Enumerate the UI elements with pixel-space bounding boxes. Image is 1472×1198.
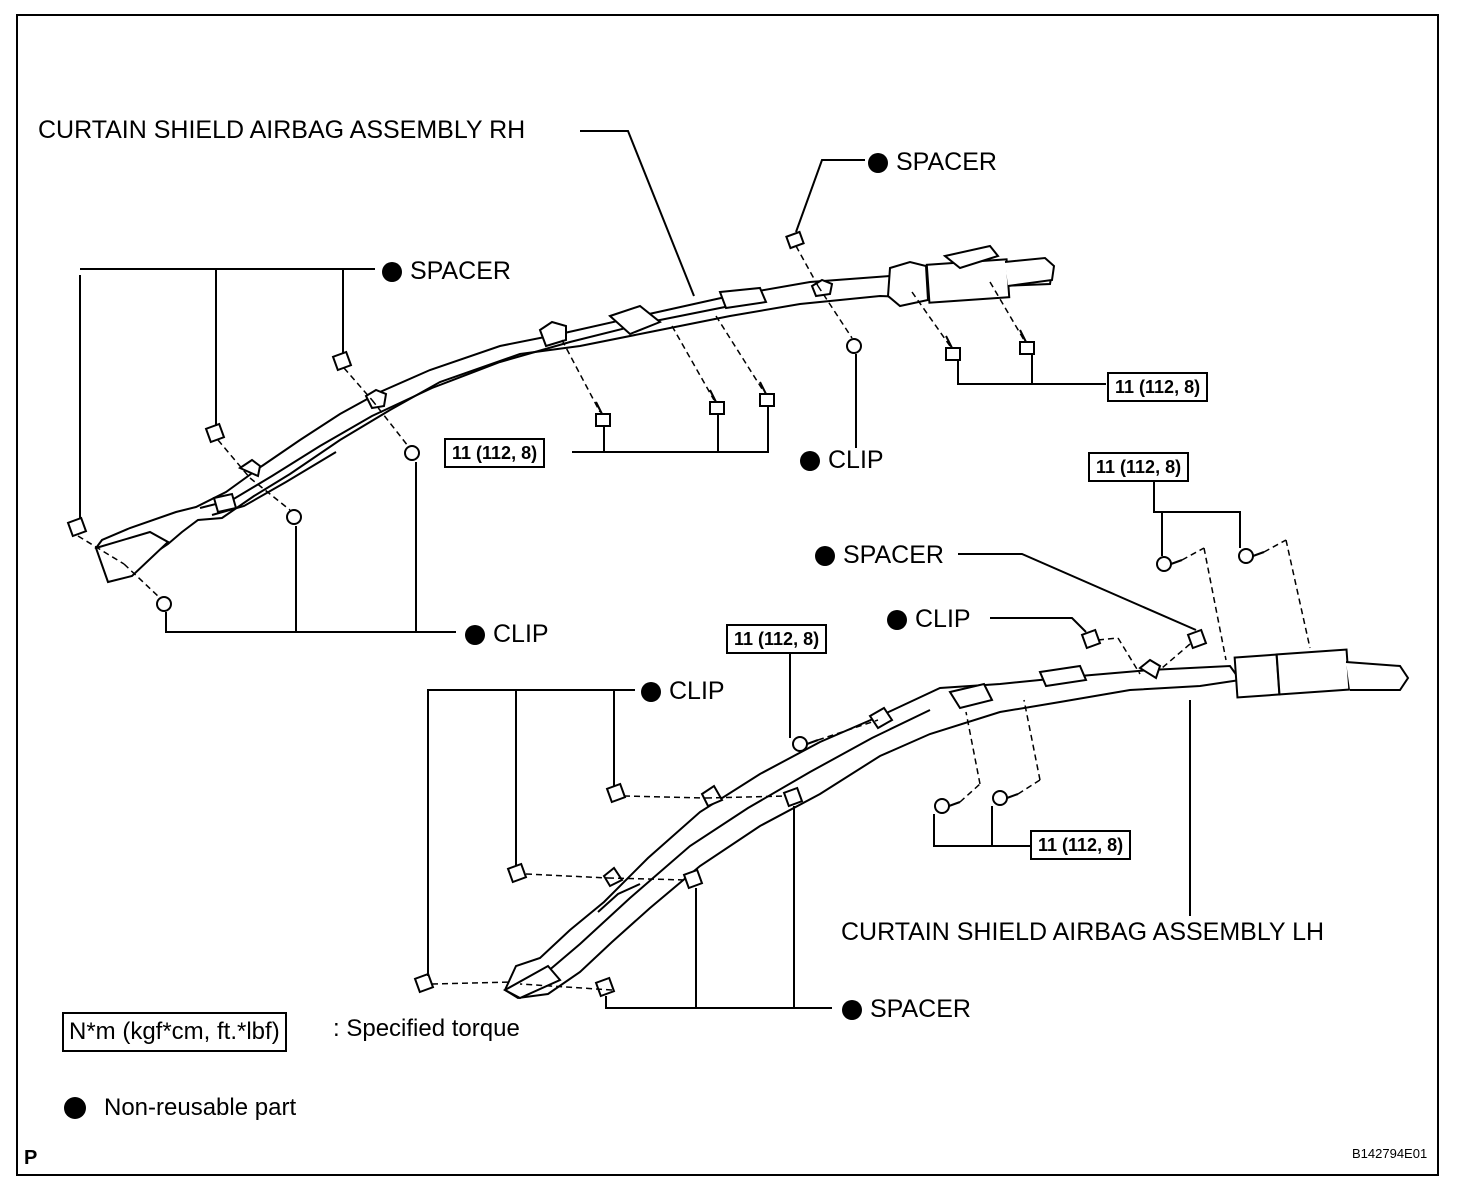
- rh-airbag-assembly: [66, 230, 1056, 612]
- rh-bolt-5: [1019, 329, 1035, 355]
- lh-spacer-label: SPACER: [842, 995, 971, 1024]
- legend-non-reusable: Non-reusable part: [64, 1094, 296, 1122]
- lh-spacer-3: [782, 786, 804, 808]
- lh-clip-top-label: CLIP: [887, 605, 971, 634]
- lh-spacer-top: [1186, 628, 1208, 650]
- lh-assembly-label: CURTAIN SHIELD AIRBAG ASSEMBLY LH: [841, 918, 1325, 946]
- rh-clip-3: [404, 445, 420, 461]
- torque-rh-right: 11 (112, 8): [1107, 372, 1209, 402]
- rh-clip-top-text: CLIP: [828, 446, 884, 474]
- filled-circle-icon: [64, 1097, 86, 1119]
- rh-bolt-1: [595, 401, 611, 427]
- lh-clip-top: [1080, 628, 1102, 650]
- rh-bolt-4: [945, 335, 961, 361]
- lh-bolt-4: [1156, 556, 1183, 572]
- rh-spacer-text: SPACER: [410, 257, 511, 285]
- rh-clip-1: [156, 596, 172, 612]
- rh-spacer-top-label: SPACER: [868, 148, 997, 177]
- filled-circle-icon: [465, 624, 485, 645]
- rh-spacer-label: SPACER: [382, 257, 511, 286]
- rh-spacer-2: [204, 422, 226, 444]
- filled-circle-icon: [382, 261, 402, 282]
- legend-torque-desc: : Specified torque: [333, 1015, 520, 1042]
- torque-rh-mid: 11 (112, 8): [444, 438, 546, 468]
- diagram-frame: [16, 14, 1439, 1176]
- lh-spacer-2: [682, 868, 704, 890]
- lh-clip-3: [605, 782, 627, 804]
- lh-spacer-top-text: SPACER: [843, 541, 944, 569]
- rh-clip-text: CLIP: [493, 620, 549, 648]
- lh-clip-text: CLIP: [669, 677, 725, 705]
- rh-spacer-3: [331, 350, 353, 372]
- lh-clip-label: CLIP: [641, 677, 725, 706]
- lh-bolt-3: [992, 790, 1019, 806]
- rh-clip-top-label: CLIP: [800, 446, 884, 475]
- lh-leaders: [427, 482, 1241, 1009]
- rh-clip-2: [286, 509, 302, 525]
- lh-clip-2: [506, 862, 528, 884]
- filled-circle-icon: [641, 681, 661, 702]
- corner-mark: P: [24, 1147, 38, 1169]
- legend-non-reusable-text: Non-reusable part: [104, 1094, 297, 1121]
- torque-lh-bottom: 11 (112, 8): [1030, 830, 1132, 860]
- filled-circle-icon: [887, 609, 907, 630]
- lh-bolt-1: [792, 736, 819, 752]
- legend-torque-unit: N*m (kgf*cm, ft.*lbf): [62, 1012, 287, 1052]
- rh-spacer-top: [785, 230, 805, 250]
- rh-spacer-top-text: SPACER: [896, 148, 997, 176]
- lh-bolt-2: [934, 798, 961, 814]
- filled-circle-icon: [868, 152, 888, 173]
- lh-bolt-5: [1238, 548, 1265, 564]
- rh-bolt-3: [759, 381, 775, 407]
- lh-airbag-assembly: [413, 539, 1410, 1000]
- filled-circle-icon: [800, 450, 820, 471]
- figure-code: B142794E01: [1352, 1146, 1428, 1161]
- rh-leaders: [79, 130, 1106, 633]
- lh-spacer-top-label: SPACER: [815, 541, 944, 570]
- filled-circle-icon: [815, 545, 835, 566]
- lh-spacer-1: [594, 976, 616, 998]
- rh-spacer-1: [66, 516, 88, 538]
- filled-circle-icon: [842, 999, 862, 1020]
- rh-assembly-label: CURTAIN SHIELD AIRBAG ASSEMBLY RH: [38, 116, 526, 144]
- rh-clip-label: CLIP: [465, 620, 549, 649]
- lh-spacer-text: SPACER: [870, 995, 971, 1023]
- lh-clip-1: [413, 972, 435, 994]
- torque-lh-left: 11 (112, 8): [726, 624, 828, 654]
- lh-clip-top-text: CLIP: [915, 605, 971, 633]
- rh-bolt-2: [709, 389, 725, 415]
- rh-clip-top: [846, 338, 862, 354]
- torque-lh-top: 11 (112, 8): [1088, 452, 1190, 482]
